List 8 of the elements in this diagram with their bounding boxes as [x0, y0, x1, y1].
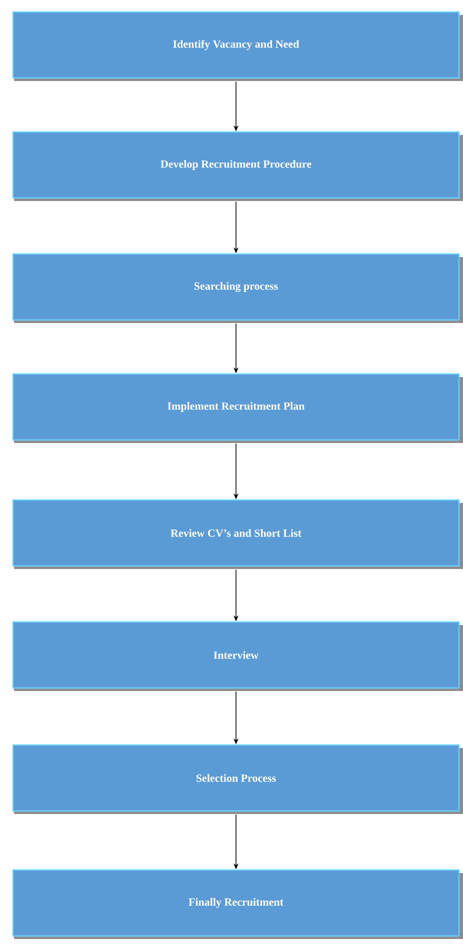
process-box: Searching process: [12, 253, 463, 323]
process-box: Review CV’s and Short List: [12, 499, 463, 569]
process-box: Finally Recruitment: [12, 869, 463, 939]
process-box: Implement Recruitment Plan: [12, 373, 463, 443]
process-box: Identify Vacancy and Need: [12, 11, 463, 82]
process-box: Selection Process: [12, 744, 463, 814]
process-box: Interview: [12, 621, 463, 691]
process-box: Develop Recruitment Procedure: [12, 131, 463, 202]
